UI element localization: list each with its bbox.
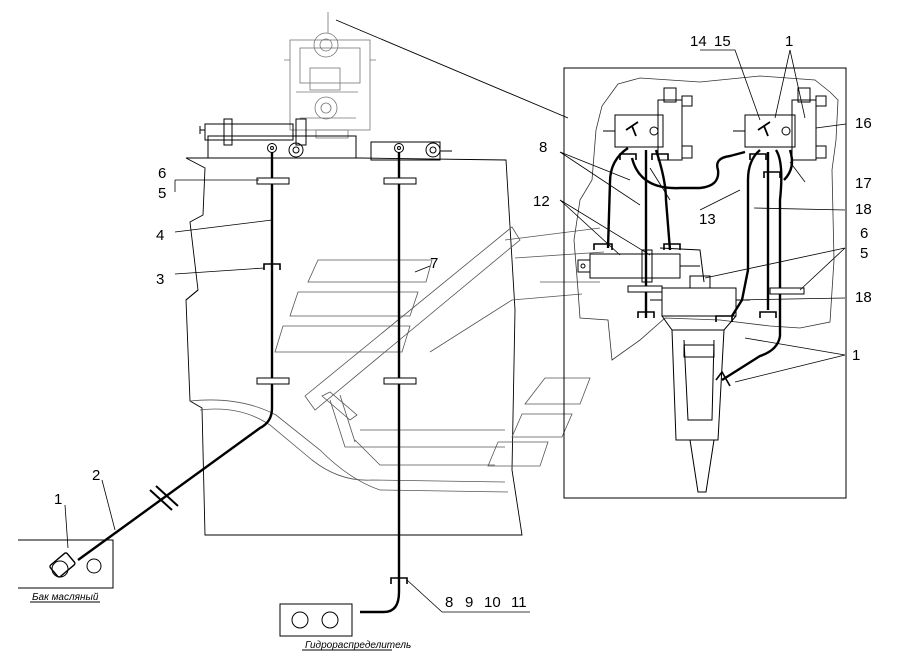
valve-assembly-left [603,87,693,161]
frame-outline [185,157,523,536]
callout-18-top: 18 [855,201,872,218]
mounting-bracket-pattern [189,226,605,493]
callout-1-top: 1 [785,33,793,50]
callout-3: 3 [156,271,164,288]
callout-18-mid: 18 [855,289,872,306]
callout-6-left: 6 [158,165,166,182]
callout-8-bottom: 8 [445,594,453,611]
detail-panel [563,67,847,499]
callout-17: 17 [855,175,872,192]
callout-13: 13 [699,211,716,228]
callout-12: 12 [533,193,550,210]
callout-8-right: 8 [539,139,547,156]
top-fittings [267,142,441,158]
hydraulic-distributor-caption: Гидрораспределитель [305,640,411,651]
callout-16: 16 [855,115,872,132]
callout-9: 9 [465,594,473,611]
callout-labels: 14 15 1 16 8 17 12 13 18 6 5 18 1 6 5 4 … [54,33,872,611]
lifting-mechanism [284,12,376,139]
callout-11: 11 [511,594,527,611]
hose-lines-right [606,147,794,382]
lower-cylinder-assembly [577,247,750,493]
callout-6-right: 6 [860,225,868,242]
callout-1-mid: 1 [852,347,860,364]
callout-10: 10 [484,594,501,611]
callout-5-left: 5 [158,185,166,202]
callout-1-bottom: 1 [54,491,62,508]
valve-assembly-right [733,87,827,161]
callout-14: 14 [690,33,707,50]
leader-lines [64,49,847,613]
hydraulic-distributor [279,603,392,651]
oil-tank [18,539,114,603]
callout-7: 7 [430,255,438,272]
oil-tank-caption: Бак масляный [32,592,99,603]
callout-15: 15 [714,33,731,50]
hose-clamps-right [593,153,805,387]
connection-line [335,19,569,119]
callout-2: 2 [92,467,100,484]
hydraulic-cylinder-top [199,118,452,161]
callout-5-right: 5 [860,245,868,262]
hose-clamps-left [149,177,417,584]
hose-lines-left [77,152,401,614]
callout-4: 4 [156,227,164,244]
